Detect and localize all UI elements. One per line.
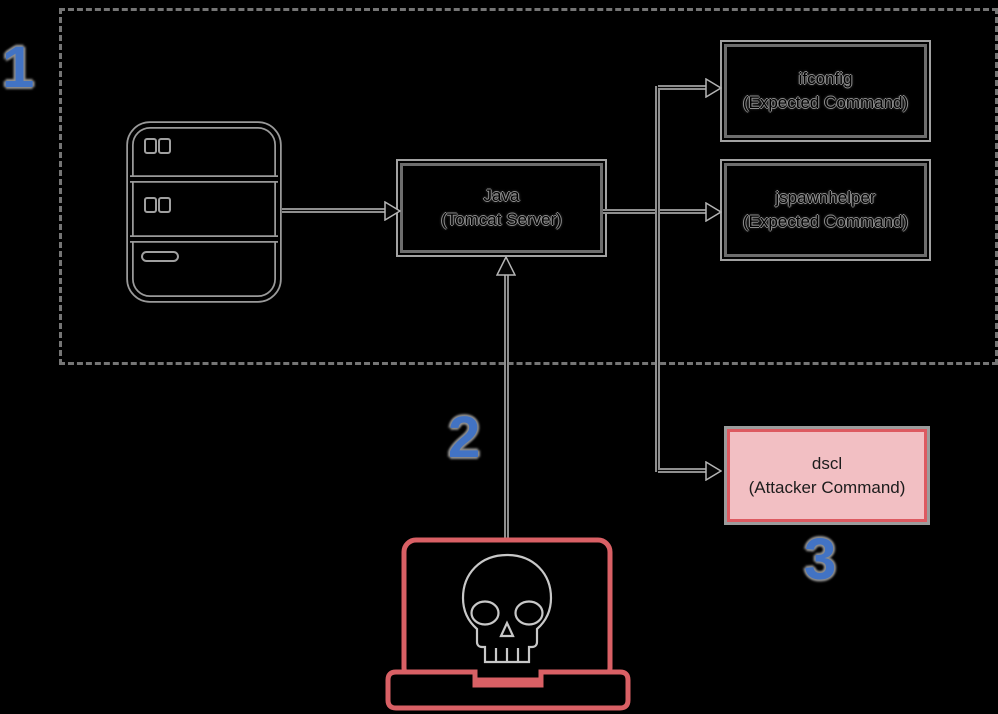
arrowhead-icon [705, 78, 722, 98]
server-icon [126, 121, 282, 303]
dscl-node-title: dscl [811, 453, 843, 473]
java-node-subtitle: (Tomcat Server) [441, 210, 562, 229]
skull-icon [461, 553, 553, 664]
jspawnhelper-node-subtitle: (Expected Command) [742, 212, 909, 231]
connector-branch-to-dscl [658, 468, 708, 473]
ifconfig-node: ifconfig (Expected Command) [720, 40, 931, 142]
jspawnhelper-node-title: jspawnhelper [775, 188, 876, 208]
arrowhead-icon [705, 461, 722, 481]
step-1-label: 1 [2, 35, 35, 100]
connector-attacker-to-java [504, 274, 509, 540]
attacker-laptop-icon [385, 537, 631, 711]
ifconfig-node-subtitle: (Expected Command) [742, 93, 909, 112]
trusted-zone-boundary [59, 8, 998, 365]
java-node-title: Java [483, 186, 520, 206]
java-tomcat-node: Java (Tomcat Server) [396, 159, 607, 257]
jspawnhelper-node: jspawnhelper (Expected Command) [720, 159, 931, 261]
connector-branch-vertical [655, 86, 660, 472]
ifconfig-node-title: ifconfig [798, 69, 853, 89]
connector-server-to-java [282, 208, 386, 213]
laptop-base [385, 669, 631, 711]
dscl-node-subtitle: (Attacker Command) [748, 477, 906, 497]
arrowhead-up-icon [496, 256, 516, 276]
step-2-label: 2 [448, 405, 481, 470]
arrowhead-icon [705, 202, 722, 222]
dscl-attacker-node: dscl (Attacker Command) [724, 426, 930, 525]
step-3-label: 3 [804, 527, 837, 592]
arrowhead-icon [384, 201, 401, 221]
connector-branch-to-ifconfig [658, 85, 708, 90]
